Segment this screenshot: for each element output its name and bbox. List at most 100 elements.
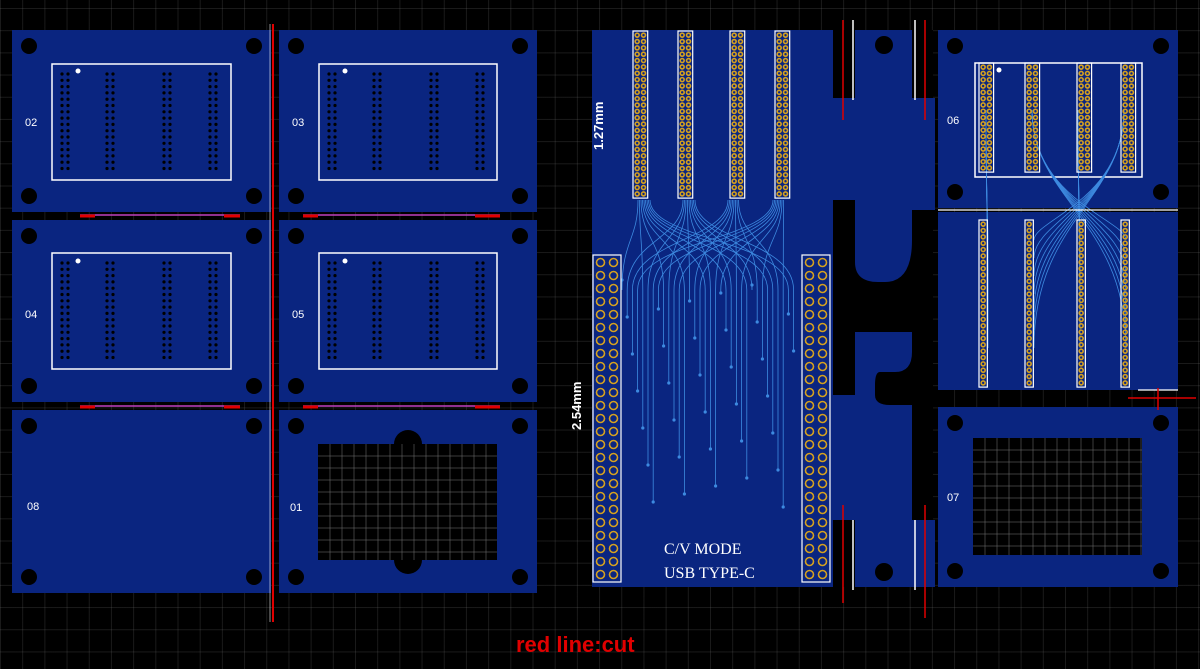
pad-dot [66,324,70,328]
pad-dot [435,299,439,303]
pad-dot [168,318,172,322]
pad-dot [208,154,212,158]
left-standard-header-pad [608,322,619,333]
fine-pitch-header-pad [679,146,685,153]
pad-dot [333,97,337,101]
fine-pitch-header-pad [679,102,685,108]
right-standard-header-pad [817,374,828,385]
pad-dot [111,267,115,271]
pad-dot [378,148,382,152]
fine-pitch-header-pad [634,184,640,191]
fine-pitch-header-pad [776,133,782,140]
via [693,336,697,340]
pad-dot [475,349,479,353]
mounting-hole [246,569,262,585]
fine-pitch-header-pad [731,159,737,165]
pad-dot [372,261,376,265]
chip-header-pad [1032,133,1039,140]
fine-pitch-header-pad [634,89,640,96]
via [641,426,645,430]
adapter-header-pad [1078,221,1084,227]
chip-header-pad [1026,108,1032,115]
via [651,500,655,504]
pad-dot [208,324,212,328]
pad-dot [378,103,382,108]
adapter-header-outline [978,219,988,388]
pad-dot [333,78,337,82]
left-standard-header-pad [595,504,606,515]
pad-dot [214,292,218,297]
fine-pitch-header-pad [776,153,782,159]
chip-header-pad [1078,83,1084,89]
pad-dot [481,280,485,284]
fine-pitch-header-pad [776,76,782,83]
adapter-header-pad [1078,361,1084,367]
pad-dot [214,349,218,353]
chip-header-pad [1122,83,1128,89]
chip-header-pad [1032,70,1039,77]
pad-dot [168,85,172,89]
left-standard-header-pad [608,413,619,424]
right-standard-header-pad [804,452,815,463]
chip-header-pad [980,139,986,146]
adapter-header-pad [1026,278,1032,285]
pad-dot [162,116,166,120]
pad-dot [168,330,172,334]
fine-pitch-header-pad [776,70,782,77]
pad-dot [372,97,376,101]
chip-header-pad [1032,127,1039,133]
left-standard-header-pad [608,257,619,268]
adapter-header-pad [1078,297,1084,304]
pad-dot [214,85,218,89]
pad-dot [214,299,218,303]
fine-pitch-header-pad [782,133,789,140]
fine-pitch-header-pad [679,51,685,58]
chip-header-pad [1122,102,1128,108]
fine-pitch-header-pad [782,191,789,197]
fine-pitch-header-outline [729,30,746,199]
pad-dot [214,110,218,114]
adapter-header-pad [980,272,986,278]
pad-dot [105,274,109,278]
chip-header-pad [986,165,993,171]
fine-pitch-header-pad [731,172,737,178]
pad-dot [66,85,70,89]
pad-dot [372,337,376,341]
pad-dot [327,280,331,284]
pad-dot [333,337,337,341]
pad-dot [105,129,109,133]
chip-header-pad [986,108,993,115]
chip-header-pad [1122,64,1128,70]
pad-dot [214,337,218,341]
chip-header-pad [1032,121,1039,127]
pad-dot [333,110,337,114]
pad-dot [333,286,337,290]
fine-pitch-header-pad [640,76,647,83]
pad-dot [208,78,212,82]
adapter-header-pad [1122,354,1128,361]
chip-header-pad [1128,83,1135,89]
pad-dot [60,267,64,271]
mounting-hole [1153,415,1169,431]
pad-dot [162,166,166,171]
pad-dot [162,85,166,89]
pad-dot [333,160,337,164]
fine-pitch-header-pad [776,121,782,127]
pad-dot [162,110,166,114]
pad-dot [66,305,70,309]
pad-dot [435,274,439,278]
chip-header-pad [986,127,993,133]
chip-header-pad [1026,121,1032,127]
fine-pitch-header-pad [685,89,692,96]
adapter-header-pad [1122,240,1128,247]
pad-dot [372,129,376,133]
pad-dot [435,261,439,265]
pad-dot [162,154,166,158]
pad-dot [429,286,433,290]
pad-dot [111,261,115,265]
fine-pitch-header-pad [782,45,789,51]
trace [691,199,753,291]
chip-header-pad [1084,152,1091,159]
pad-dot [66,122,70,126]
pad-dot [168,141,172,145]
